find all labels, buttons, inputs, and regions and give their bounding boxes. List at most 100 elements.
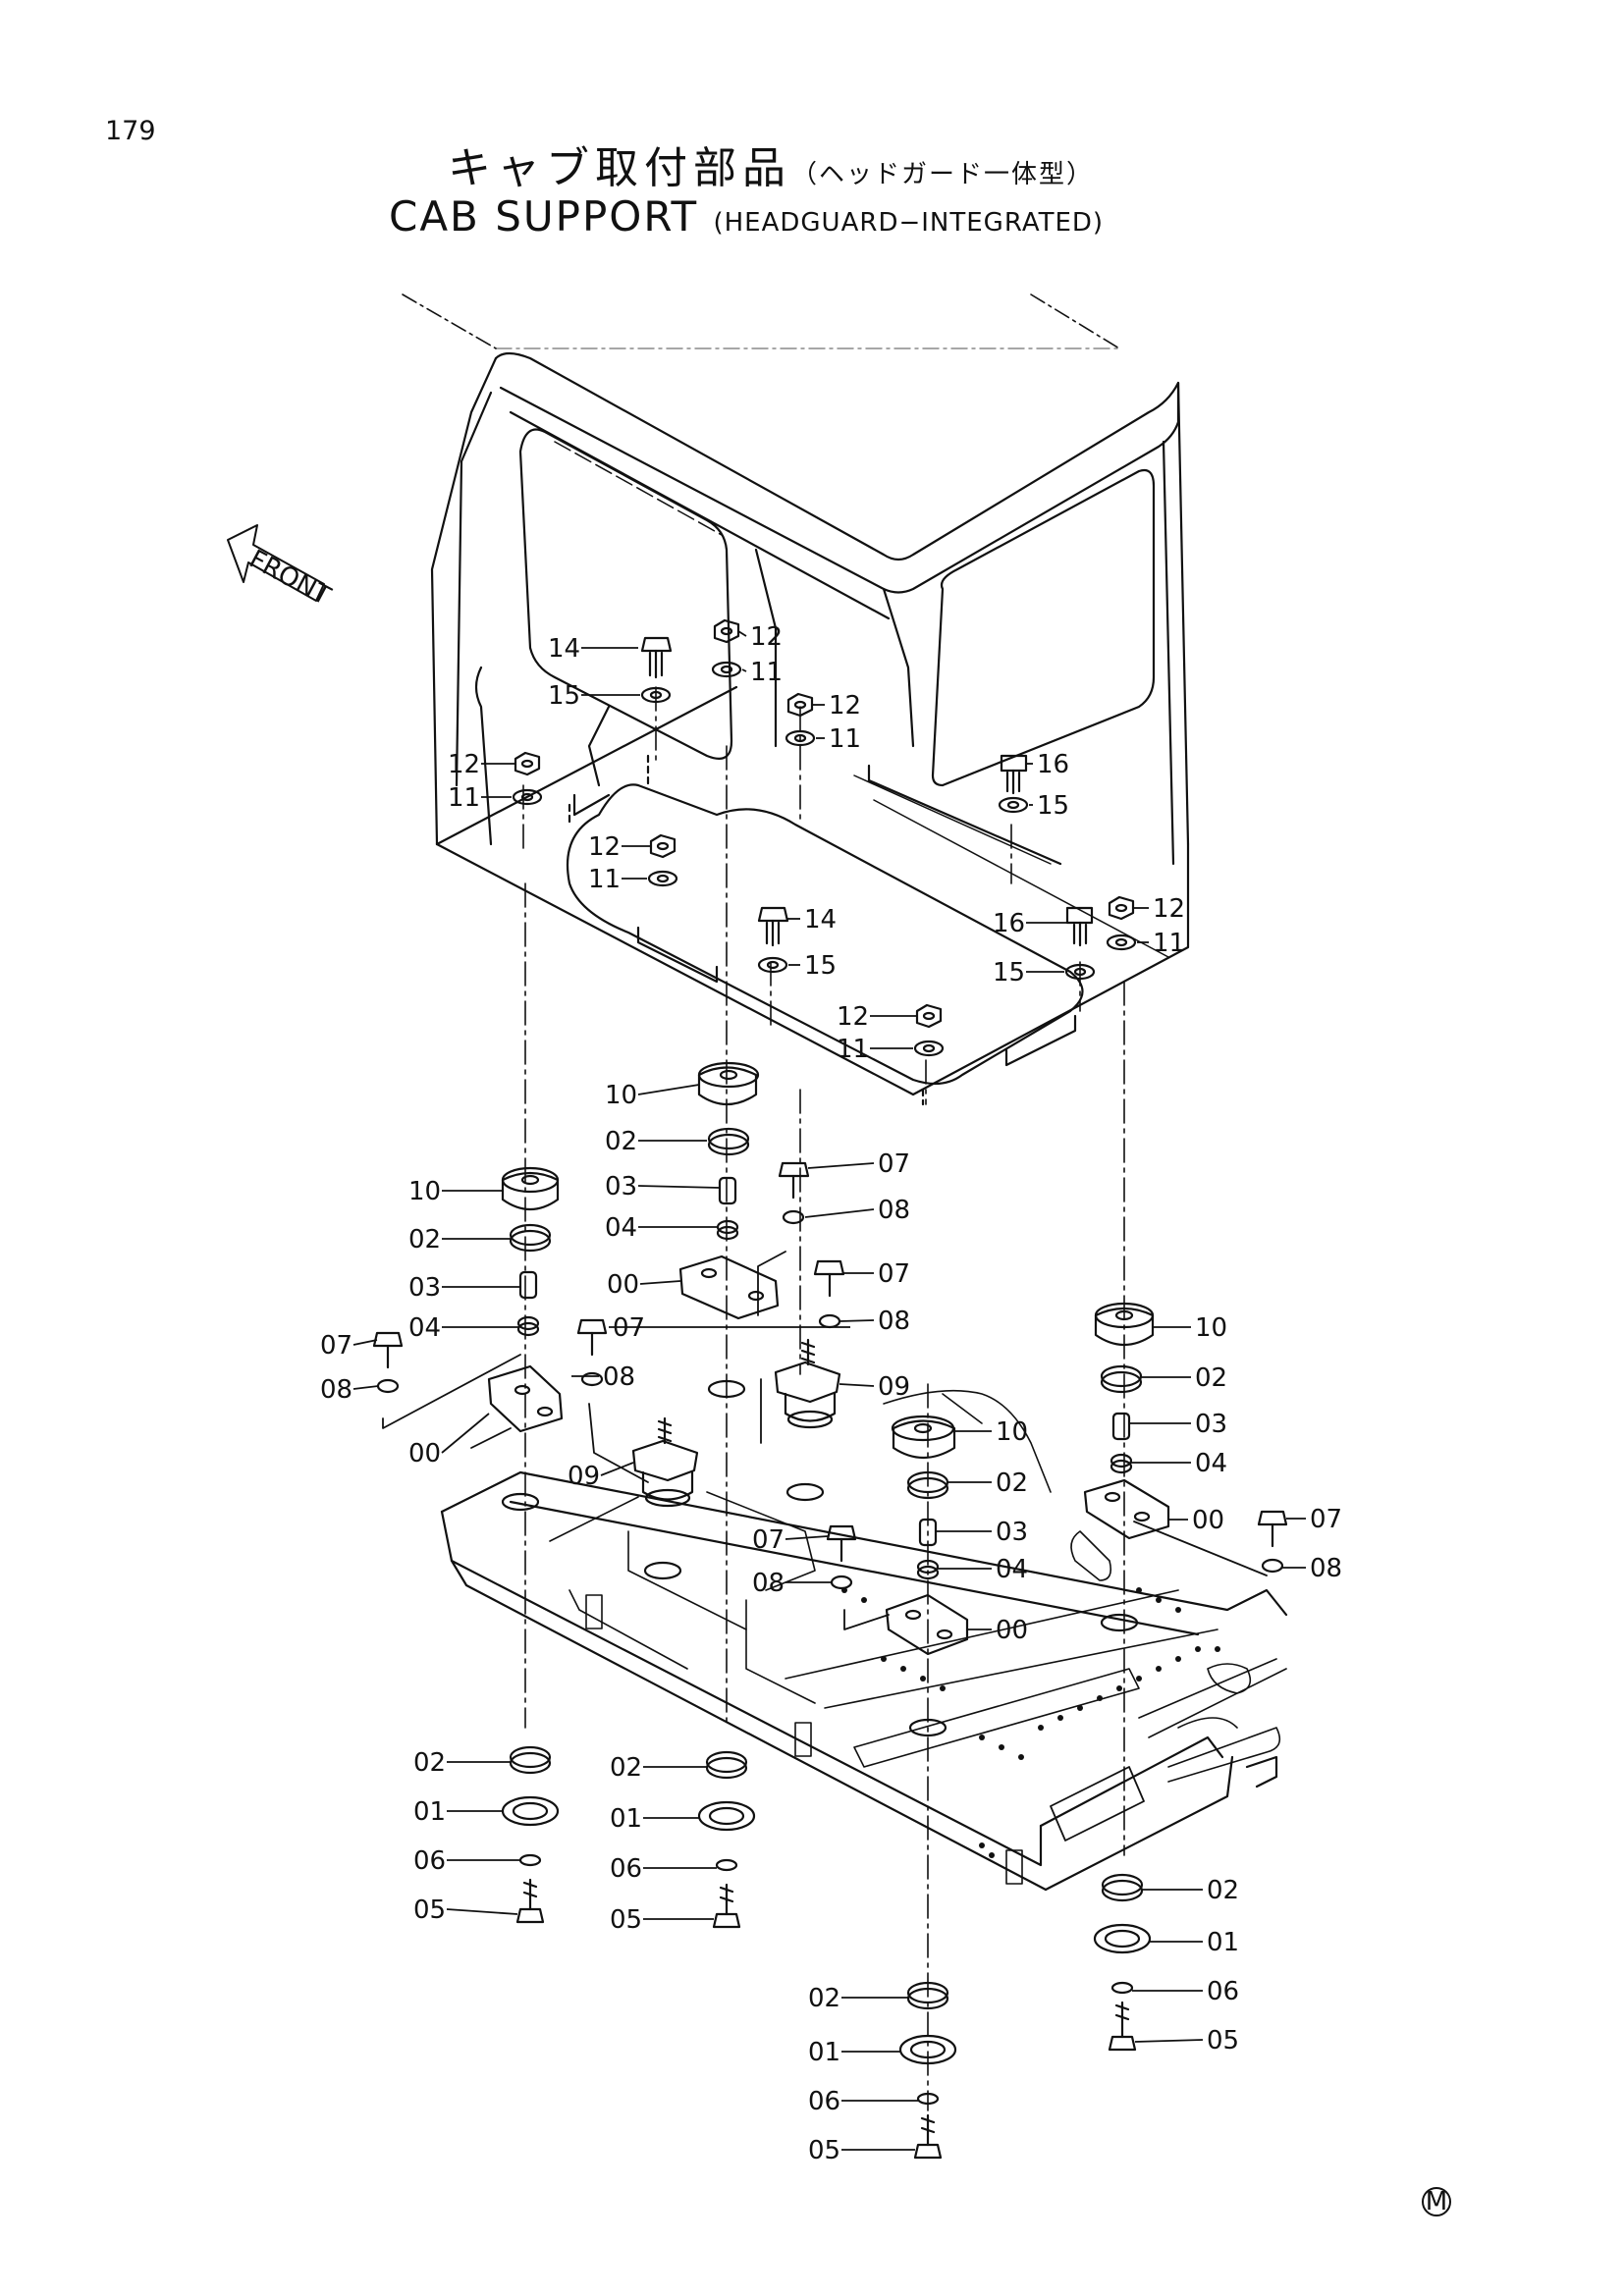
seat-01-a <box>501 1795 560 1827</box>
callout-label-08: 08 <box>603 1362 635 1392</box>
stopper-10-a <box>697 1061 760 1105</box>
callout-leader <box>1134 2039 1204 2043</box>
title-en-main: CAB SUPPORT <box>389 192 699 240</box>
callout-label-12: 12 <box>750 622 783 652</box>
callout-label-02: 02 <box>1195 1363 1227 1393</box>
m-mark-text: M <box>1426 2187 1447 2216</box>
bolt-16-a <box>1000 754 1028 795</box>
title-en-subtitle: (HEADGUARD−INTEGRATED) <box>713 208 1105 238</box>
washer-11-f <box>913 1040 945 1057</box>
callout-label-11: 11 <box>829 724 861 754</box>
callout-label-02: 02 <box>808 1984 840 2013</box>
callout-label-08: 08 <box>1310 1554 1342 1583</box>
seat-01-b <box>697 1800 756 1832</box>
washer-15-b <box>757 956 788 974</box>
callout-label-11: 11 <box>588 865 621 894</box>
callout-label-03: 03 <box>1195 1410 1227 1439</box>
callout-label-00: 00 <box>607 1270 639 1300</box>
callout-label-05: 05 <box>413 1896 446 1925</box>
callout-label-03: 03 <box>605 1172 637 1201</box>
washer-11-b <box>785 729 816 747</box>
callout-label-02: 02 <box>996 1468 1028 1498</box>
callout-label-14: 14 <box>548 634 580 664</box>
callout-leader <box>637 1185 721 1189</box>
callout-leader <box>785 1535 829 1540</box>
title-jp-main: キャブ取付部品 <box>448 143 791 193</box>
callout-label-15: 15 <box>1037 791 1069 821</box>
washer-06-b <box>715 1858 738 1872</box>
callout-leader <box>741 668 747 672</box>
callout-label-08: 08 <box>752 1569 785 1598</box>
upper-frame <box>440 1379 1288 1892</box>
washer-08-c <box>376 1378 400 1394</box>
callout-label-12: 12 <box>1153 894 1185 924</box>
rubber-02-a <box>707 1127 750 1156</box>
callout-label-02: 02 <box>1207 1876 1239 1905</box>
callout-label-08: 08 <box>878 1196 910 1225</box>
callout-leader <box>637 1084 700 1095</box>
callout-label-07: 07 <box>613 1313 645 1343</box>
bolt-07-a <box>778 1161 810 1200</box>
callout-label-05: 05 <box>610 1905 642 1935</box>
callout-label-10: 10 <box>996 1417 1028 1447</box>
bolt-14-upper <box>640 636 673 679</box>
callout-label-10: 10 <box>605 1081 637 1110</box>
callout-label-12: 12 <box>837 1002 869 1032</box>
sleeve-03-b <box>518 1270 538 1300</box>
callout-label-06: 06 <box>610 1854 642 1884</box>
title-english: CAB SUPPORT (HEADGUARD−INTEGRATED) <box>389 192 1104 240</box>
callout-label-07: 07 <box>1310 1505 1342 1534</box>
bolt-07-e <box>1257 1510 1288 1548</box>
rubber-02-c <box>1100 1364 1143 1394</box>
callout-label-11: 11 <box>1153 929 1185 958</box>
callout-label-12: 12 <box>829 691 861 721</box>
spacer-04-c <box>1110 1453 1133 1474</box>
callout-label-06: 06 <box>413 1846 446 1876</box>
spacer-04-a <box>716 1219 739 1241</box>
bracket-00-c <box>1083 1478 1170 1540</box>
bracket-00-a <box>678 1255 780 1320</box>
callout-label-09: 09 <box>878 1372 910 1402</box>
callout-label-06: 06 <box>1207 1977 1239 2006</box>
callout-label-07: 07 <box>320 1331 352 1361</box>
callout-label-02: 02 <box>605 1127 637 1156</box>
callout-label-16: 16 <box>993 909 1025 938</box>
callout-label-00: 00 <box>1192 1506 1224 1535</box>
callout-label-04: 04 <box>1195 1449 1227 1478</box>
callout-leader <box>352 1339 378 1346</box>
callout-leader <box>441 1413 490 1454</box>
callout-label-15: 15 <box>804 951 837 981</box>
callout-label-05: 05 <box>1207 2026 1239 2056</box>
callout-label-08: 08 <box>320 1375 352 1405</box>
callout-label-04: 04 <box>408 1313 441 1343</box>
mount-09-b <box>631 1416 699 1508</box>
cab-body <box>402 294 1190 1106</box>
callout-label-15: 15 <box>548 681 580 711</box>
callout-label-10: 10 <box>408 1177 441 1206</box>
washer-15-upper <box>640 686 672 704</box>
bolt-16-b <box>1065 906 1094 947</box>
bolt-05-c <box>1108 2001 1137 2052</box>
callout-label-06: 06 <box>808 2087 840 2116</box>
bolt-07-b <box>813 1259 845 1298</box>
bolt-05-a <box>515 1878 545 1924</box>
bolt-05-d <box>913 2113 943 2160</box>
sleeve-03-a <box>718 1176 737 1205</box>
callout-label-01: 01 <box>808 2038 840 2067</box>
callout-label-07: 07 <box>752 1525 785 1555</box>
bolt-07-d <box>576 1318 608 1357</box>
callout-label-00: 00 <box>996 1616 1028 1645</box>
callout-label-09: 09 <box>568 1462 600 1491</box>
washer-11-a <box>711 661 742 678</box>
sleeve-03-c <box>1111 1412 1131 1441</box>
nut-12-b <box>786 692 814 718</box>
callout-leader <box>600 1462 634 1476</box>
washer-11-d <box>647 870 678 887</box>
stopper-10-c <box>1094 1302 1155 1346</box>
bracket-00-b <box>487 1364 564 1433</box>
callout-label-10: 10 <box>1195 1313 1227 1343</box>
callout-label-11: 11 <box>750 658 783 687</box>
callout-label-00: 00 <box>408 1439 441 1468</box>
bolt-07-f <box>826 1524 857 1563</box>
